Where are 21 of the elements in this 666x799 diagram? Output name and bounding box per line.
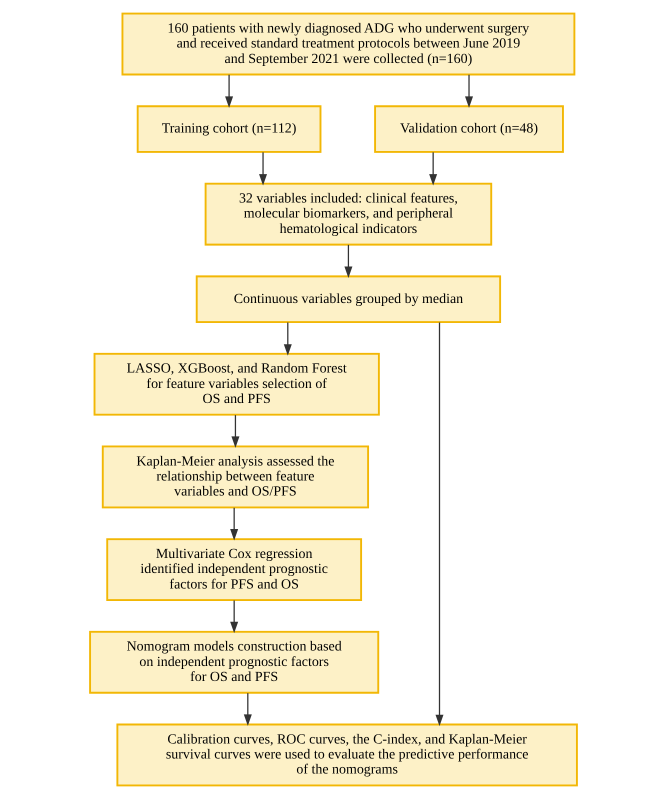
arrow (243, 693, 252, 726)
arrow (224, 74, 233, 108)
node-box: Training cohort (n=112) (136, 105, 321, 153)
arrow (283, 322, 292, 356)
arrow (435, 322, 443, 726)
node-box: Nomogram models construction based on independent prognostic factors for OS and PFS (88, 630, 379, 694)
arrow (428, 152, 437, 186)
arrow (344, 244, 352, 278)
node-box: LASSO, XGBoost, and Random Forest for feature variables selection of OS and PFS (93, 352, 380, 416)
node-box: Continuous variables grouped by median (195, 275, 501, 324)
node-box: 160 patients with newly diagnosed ADG who underwent surgery and received standard treatment protocols between June 2019 and September 2021 were collected (n=160) (121, 12, 575, 76)
arrow (230, 508, 238, 540)
node-box: 32 variables included: clinical features, molecular biomarkers, and peripheral hematological indicators (204, 182, 492, 246)
node-box: Calibration curves, ROC curves, the C-index, and Kaplan-Meier survival curves were used to evaluate the predictive performance of the nomograms (116, 724, 578, 786)
arrow (258, 152, 267, 186)
arrow (464, 74, 473, 108)
arrow (230, 600, 238, 634)
node-box: Multivariate Cox regression identified independent prognostic factors for PFS and OS (106, 538, 362, 602)
arrow (230, 415, 239, 448)
node-box: Kaplan-Meier analysis assessed the relationship between feature variables and OS/PFS (101, 446, 369, 508)
node-box: Validation cohort (n=48) (374, 105, 564, 153)
